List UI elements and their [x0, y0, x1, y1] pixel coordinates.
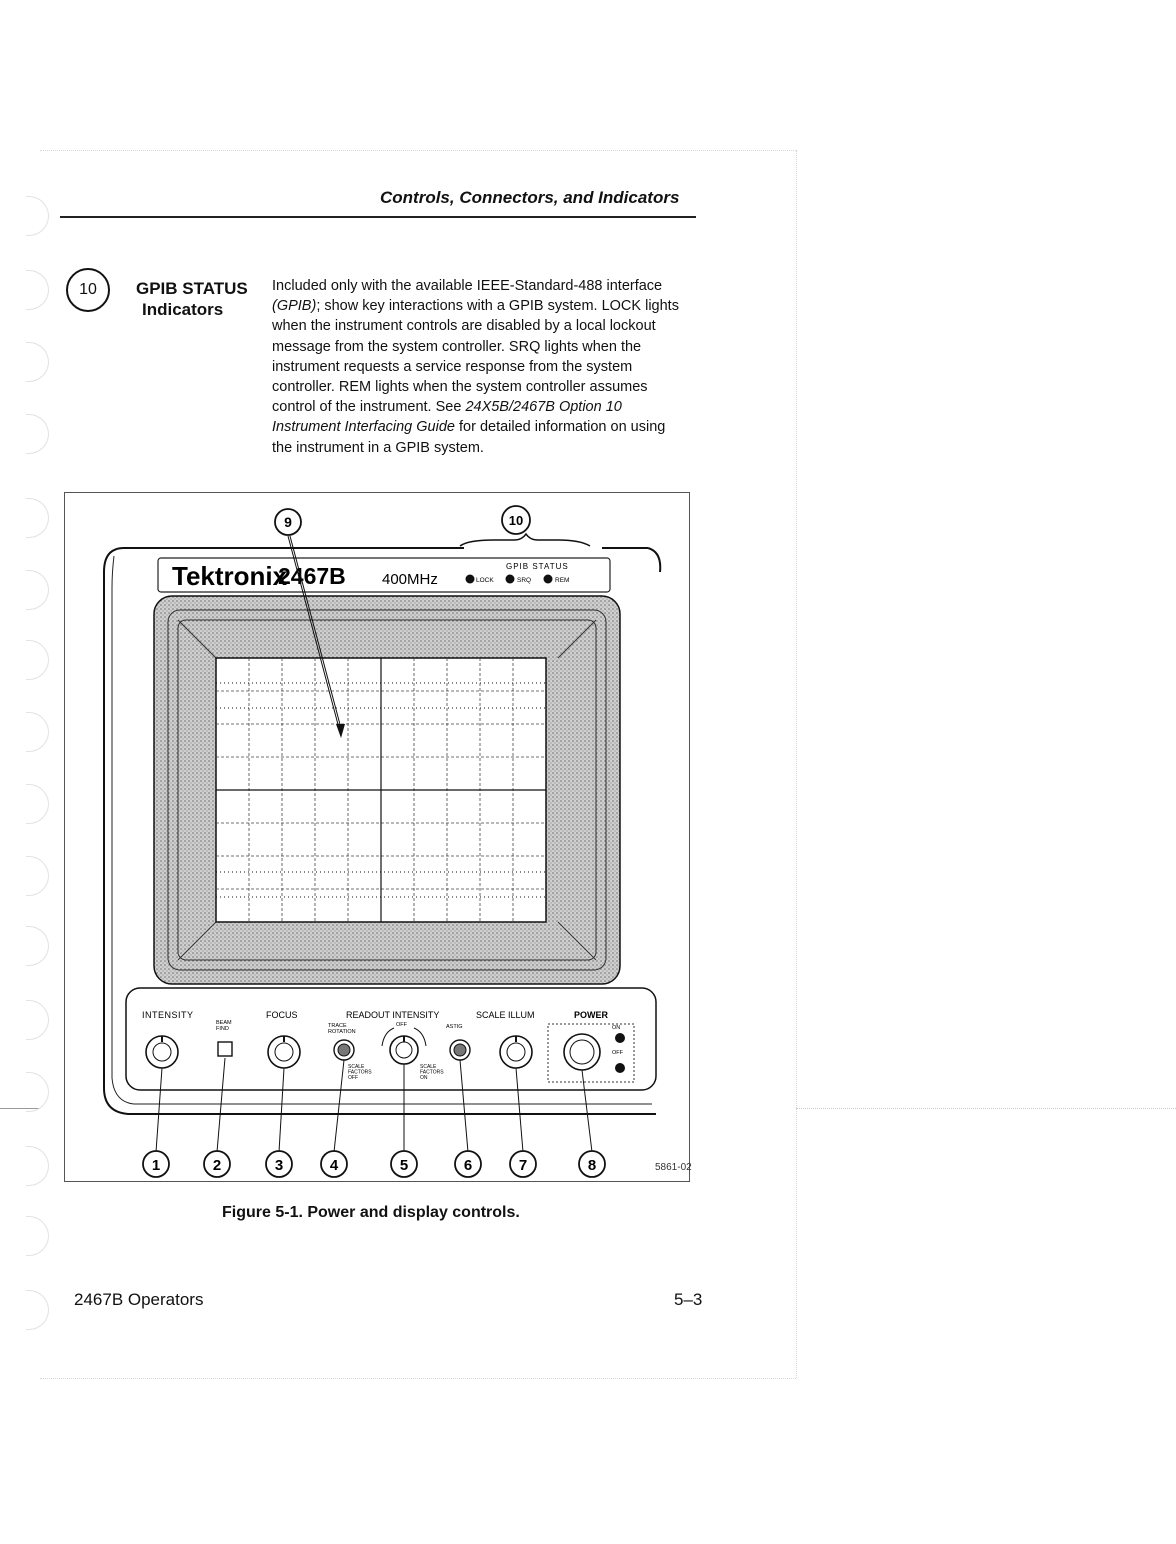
- focus-knob[interactable]: [267, 1035, 301, 1069]
- scan-edge-bottom: [40, 1378, 796, 1379]
- description-guide-title: 24X5B/2467B Option 10 Instrument Interfa…: [272, 399, 622, 436]
- callout-7-label: 7: [519, 1157, 527, 1174]
- model-number: 2467B: [278, 563, 346, 589]
- item-title: GPIB STATUS Indicators: [136, 278, 248, 320]
- binder-hole: [26, 414, 49, 454]
- callout-4-label: 4: [330, 1157, 339, 1174]
- gpib-status-label: GPIB STATUS: [506, 562, 569, 571]
- scan-edge-mark: [0, 1108, 40, 1109]
- readout-off-label: OFF: [396, 1022, 408, 1028]
- figure-caption: Figure 5-1. Power and display controls.: [222, 1204, 520, 1221]
- focus-label: FOCUS: [266, 1010, 298, 1020]
- binder-hole: [26, 926, 49, 966]
- readout-intensity-knob[interactable]: [381, 1027, 427, 1065]
- callout-2: [203, 1150, 231, 1178]
- binder-hole: [26, 784, 49, 824]
- binder-hole: [26, 342, 49, 382]
- power-off-indicator-icon: [615, 1063, 625, 1073]
- rem-led-label: REM: [555, 577, 569, 584]
- callout-5-label: 5: [400, 1157, 408, 1174]
- power-on-label: ON: [612, 1025, 620, 1031]
- callout-5: [390, 1150, 418, 1178]
- callout-3: [265, 1150, 293, 1178]
- item-title-line1: GPIB STATUS: [136, 279, 248, 298]
- readout-intensity-label: READOUT INTENSITY: [346, 1010, 439, 1020]
- figure-id: 5861-02: [655, 1162, 692, 1173]
- power-off-label: OFF: [612, 1050, 624, 1056]
- power-label: POWER: [574, 1010, 609, 1020]
- brand-logo: Tektronix: [172, 561, 288, 591]
- instrument-body-outline: [103, 547, 662, 1115]
- callout-1-label: 1: [152, 1157, 160, 1174]
- astig-adjust[interactable]: [449, 1039, 471, 1061]
- binder-hole: [26, 1146, 49, 1186]
- callout-10-label: 10: [509, 513, 523, 528]
- callout-2-label: 2: [213, 1157, 221, 1174]
- binder-hole: [26, 640, 49, 680]
- power-button[interactable]: [563, 1033, 601, 1071]
- binder-hole: [26, 570, 49, 610]
- scale-illum-knob[interactable]: [499, 1035, 533, 1069]
- callout-10: [501, 505, 531, 535]
- description-gpib: (GPIB): [272, 298, 317, 315]
- header-rule: [60, 216, 696, 218]
- brand-panel: [157, 557, 611, 593]
- callout-9: [274, 508, 302, 536]
- item-number-badge: 10: [66, 268, 110, 312]
- binder-hole: [26, 498, 49, 538]
- item-title-line2: Indicators: [142, 300, 224, 319]
- description-text: ; show key interactions with a GPIB syst…: [272, 298, 679, 416]
- binder-hole: [26, 270, 49, 310]
- scan-edge-mark: [796, 1108, 1176, 1109]
- srq-led-icon: [505, 574, 515, 584]
- callout-3-label: 3: [275, 1157, 283, 1174]
- trace-rotation-adjust[interactable]: [333, 1039, 355, 1061]
- lock-led-icon: [465, 574, 475, 584]
- beam-find-button[interactable]: [217, 1041, 233, 1057]
- callout-6-label: 6: [464, 1157, 472, 1174]
- callout-6: [454, 1150, 482, 1178]
- lock-led-label: LOCK: [476, 577, 494, 584]
- binder-hole: [26, 856, 49, 896]
- oscilloscope-front-panel-illustration: Tektronix 2467B 400MHz GPIB STATUS LOCK …: [103, 505, 662, 1178]
- callout-8: [578, 1150, 606, 1178]
- binder-hole: [26, 1072, 49, 1112]
- scan-edge-top: [40, 150, 796, 151]
- bandwidth-label: 400MHz: [382, 571, 438, 588]
- scale-illum-label: SCALE ILLUM: [476, 1010, 535, 1020]
- scan-edge-right: [796, 150, 797, 1378]
- intensity-knob[interactable]: [145, 1035, 179, 1069]
- binder-hole: [26, 712, 49, 752]
- srq-led-label: SRQ: [517, 577, 531, 584]
- callout-9-label: 9: [284, 514, 292, 530]
- callout-8-label: 8: [588, 1157, 596, 1174]
- astig-label: ASTIG: [446, 1024, 463, 1030]
- item-description: Included only with the available IEEE-St…: [272, 276, 682, 458]
- footer-manual-title: 2467B Operators: [74, 1290, 204, 1309]
- figure-frame: [64, 492, 690, 1182]
- power-on-indicator-icon: [615, 1033, 625, 1043]
- footer-page-number: 5–3: [674, 1290, 703, 1309]
- description-text: Included only with the available IEEE-St…: [272, 278, 663, 294]
- callout-7: [509, 1150, 537, 1178]
- binder-hole: [26, 1290, 49, 1330]
- intensity-label: INTENSITY: [142, 1010, 194, 1020]
- binder-hole: [26, 1216, 49, 1256]
- rem-led-icon: [543, 574, 553, 584]
- binder-hole: [26, 196, 49, 236]
- binder-hole: [26, 1000, 49, 1040]
- callout-9-leader: [287, 535, 343, 733]
- gpib-bracket: [459, 532, 591, 547]
- callout-4: [320, 1150, 348, 1178]
- running-head: Controls, Connectors, and Indicators: [380, 188, 680, 207]
- callout-1: [142, 1150, 170, 1178]
- description-text: for detailed information on using the in…: [272, 419, 666, 456]
